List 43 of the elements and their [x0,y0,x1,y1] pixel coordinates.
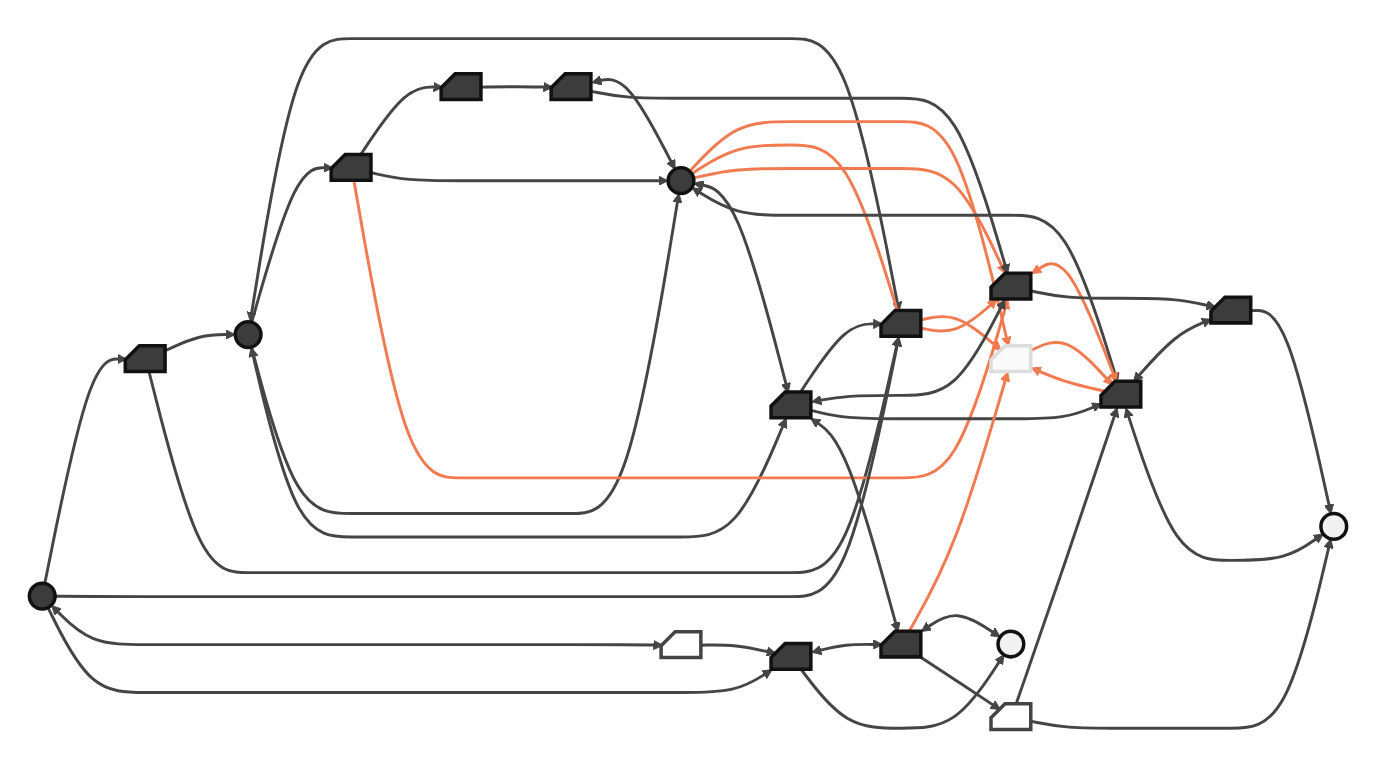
node-circle [996,629,1026,659]
arrow [701,643,777,657]
node-circle [27,581,57,611]
node-document [989,343,1033,374]
arrow [920,656,1001,711]
arrow [1133,318,1212,383]
arrow [1251,309,1334,515]
node-document [769,641,813,671]
arrow [1123,407,1324,562]
arrow [55,336,903,599]
arrow [693,180,791,393]
node-document [879,308,923,339]
node-document [1099,379,1143,409]
arrow [46,606,773,694]
node-document [879,629,923,659]
arrow [921,315,1002,351]
arrow [921,299,998,333]
arrow [1031,262,1118,383]
node-document [123,343,167,374]
node-document [769,390,813,420]
node-document [989,701,1033,732]
arrow [811,402,1102,421]
node-document [989,271,1033,301]
node-document [439,71,483,102]
arrow [800,654,1005,730]
arrow [920,614,1001,638]
arrow [811,299,1006,406]
node-document [1209,295,1253,325]
node-document [659,629,703,660]
arrow [352,180,1011,480]
node-circle [233,319,263,350]
node-document [549,71,593,102]
arrow [246,37,903,322]
node-circle [666,166,696,196]
arrow [250,192,683,515]
arrow [1031,289,1217,311]
node-document [329,152,373,182]
node-circle [1319,511,1349,542]
arrow [591,75,676,170]
arrow [248,347,788,539]
arrow [691,187,1120,383]
arrow [1031,538,1334,730]
arrow [591,89,1010,275]
